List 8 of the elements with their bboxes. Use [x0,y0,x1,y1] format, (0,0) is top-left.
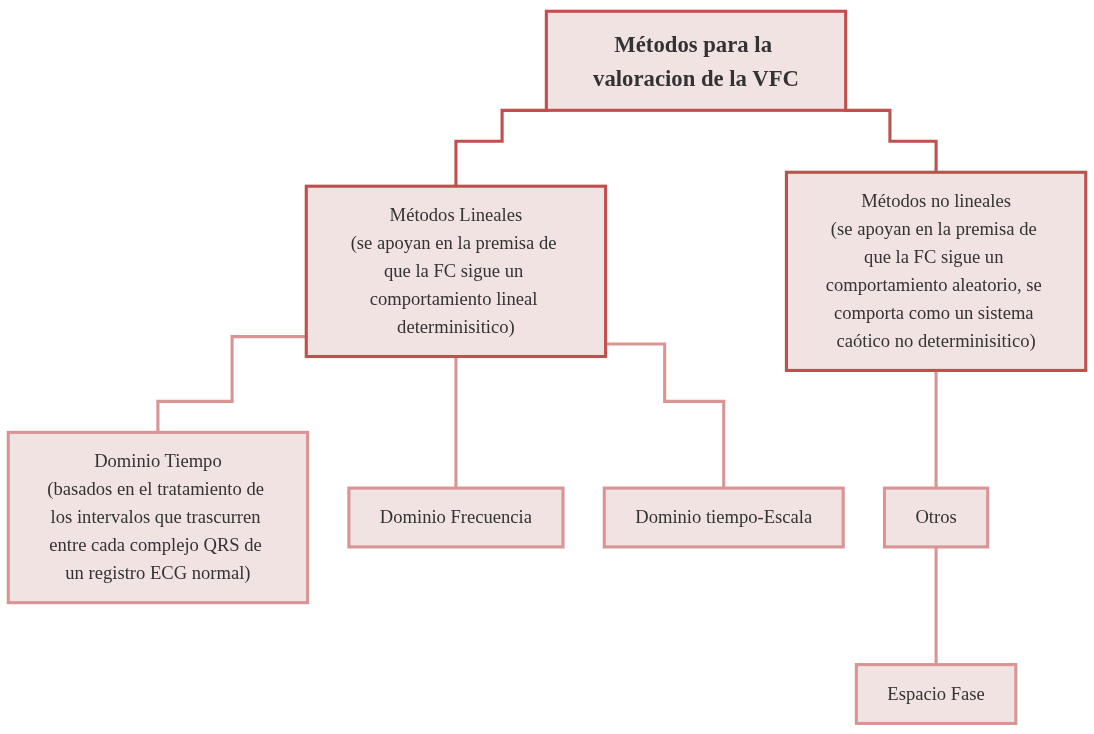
node-box: Dominio Tiempo (basados en el tratamiento de los intervalos que trascurren entre cada complejo QRS de un registro ECG normal) [6,430,310,604]
node-box: Métodos no lineales (se apoyan en la premisa de que la FC sigue un comportamiento aleatorio, se comporta como un sistema caótico no determinisitico) [784,170,1088,372]
node-box: Otros [882,486,990,549]
node-box: Dominio Frecuencia [347,486,565,549]
node-box: Métodos Lineales (se apoyan en la premisa de que la FC sigue un comportamiento lineal determinisitico) [304,184,608,358]
node-box: Métodos para la valoracion de la VFC [544,9,848,112]
node-box: Espacio Fase [854,662,1018,725]
node-box: Dominio tiempo-Escala [602,486,845,549]
